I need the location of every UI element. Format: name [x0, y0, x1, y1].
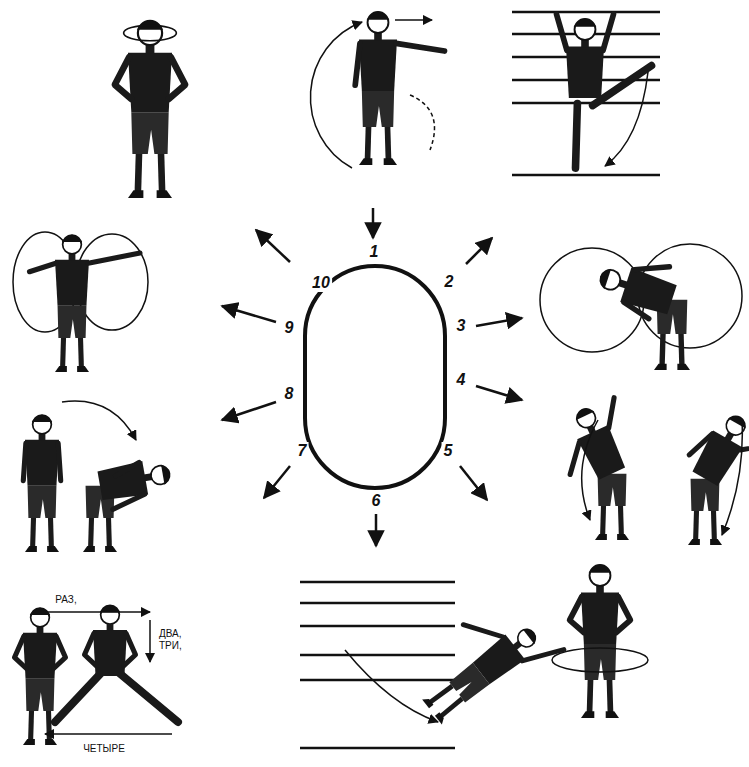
figure-head-rotation: [115, 20, 185, 198]
count-label: ЧЕТЫРЕ: [81, 743, 127, 755]
figure-lunge-count: [14, 605, 178, 745]
callout-number: 3: [455, 317, 468, 335]
figure-wall-bars-lean: [300, 582, 564, 748]
callout-number: 2: [443, 273, 456, 291]
count-label: ДВА, ТРИ,: [157, 628, 195, 652]
callout-number: 5: [442, 442, 455, 460]
callout-number: 4: [455, 371, 468, 389]
callout-number: 7: [296, 442, 309, 460]
callout-number: 9: [283, 319, 296, 337]
figure-trunk-bend: [540, 244, 742, 370]
figure-arm-swing: [310, 12, 444, 168]
callout-number: 8: [283, 385, 296, 403]
figure-hula-hoop: [552, 565, 648, 718]
callout-number: 10: [310, 274, 332, 292]
figure-arm-circles: [13, 232, 148, 372]
callout-number: 6: [370, 492, 383, 510]
figure-lunge-pair: [547, 395, 749, 545]
figure-forward-bend: [23, 401, 174, 552]
callout-number: 1: [368, 243, 381, 261]
track-oval: [305, 266, 445, 488]
station-rays: [222, 208, 522, 546]
count-label: РАЗ,: [53, 594, 78, 606]
figure-wall-bars-leg: [512, 12, 660, 175]
